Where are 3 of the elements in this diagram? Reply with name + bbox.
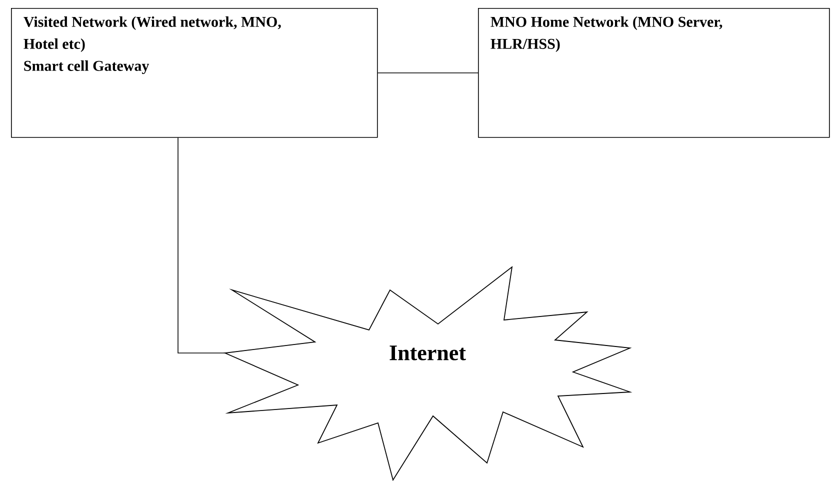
network-box: MNO Home Network (MNO Server, HLR/HSS) bbox=[478, 8, 830, 138]
network-box: Visited Network (Wired network, MNO, Hotel etc) Smart cell Gateway bbox=[11, 8, 378, 138]
connector-line bbox=[377, 72, 478, 74]
